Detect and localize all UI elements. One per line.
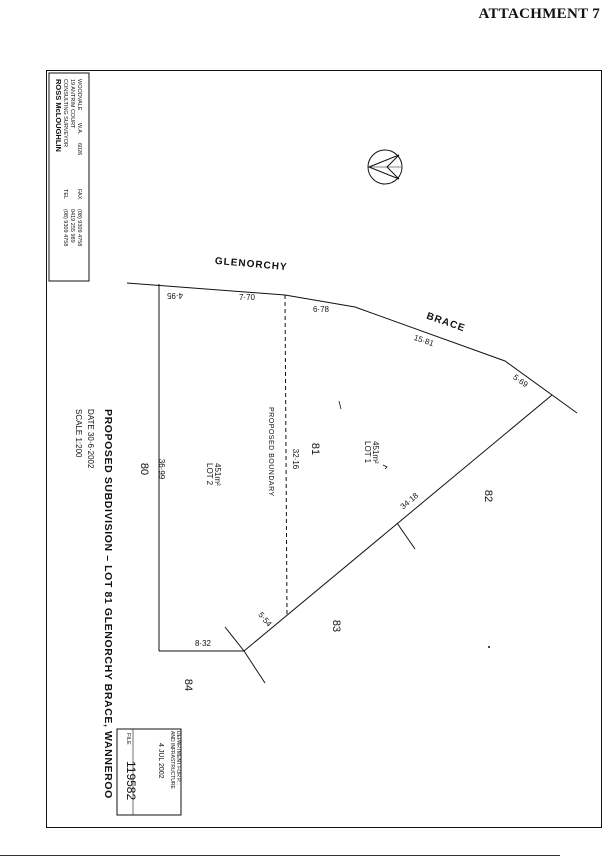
stamp-file-number: 119582 bbox=[124, 761, 138, 800]
lot-1-title: LOT 1 bbox=[363, 441, 372, 464]
lot-81-outline bbox=[158, 284, 553, 684]
stamp-date: 4 JUL 2002 bbox=[157, 743, 164, 779]
mobile-number: 0419 255 989 bbox=[69, 209, 75, 243]
lot-82-83-boundary-line bbox=[396, 522, 416, 550]
plan-date: DATE 30·6·2002 bbox=[86, 409, 95, 469]
north-arrow-icon bbox=[367, 149, 403, 185]
street-name-glenorchy: GLENORCHY bbox=[214, 256, 288, 273]
lot-1-area: 451m² bbox=[371, 441, 380, 464]
surveyor-postcode: 6026 bbox=[76, 143, 82, 155]
dim-6-78: 6·78 bbox=[313, 305, 330, 314]
dim-36-99: 36·99 bbox=[157, 459, 166, 480]
peg-marks bbox=[338, 400, 388, 470]
surveyor-town: WOODVALE bbox=[76, 79, 82, 111]
fax-number: (08) 9309 4758 bbox=[76, 209, 82, 246]
tel-number: (08) 9309 4758 bbox=[62, 209, 68, 246]
dim-5-69: 5·69 bbox=[511, 373, 530, 390]
stamp-infrastructure: AND INFRASTRUCTURE bbox=[169, 731, 175, 789]
surveyor-name: ROSS McLOUGHLIN bbox=[54, 79, 63, 152]
lot-83-number: 83 bbox=[330, 620, 342, 632]
boundary-extension-line bbox=[224, 626, 245, 652]
plan-scale: SCALE 1:200 bbox=[74, 409, 83, 458]
stamp-file-label: FILE bbox=[125, 733, 131, 745]
survey-dot bbox=[488, 646, 490, 648]
lot-2-area: 451m² bbox=[213, 463, 222, 486]
surveyor-title: CONSULTING SURVEYOR bbox=[62, 79, 68, 147]
dim-7-70: 7·70 bbox=[239, 293, 256, 302]
street-frontage-line bbox=[126, 282, 578, 414]
lot-84-number: 84 bbox=[182, 679, 194, 691]
lot-80-number: 80 bbox=[138, 463, 150, 475]
page-bottom-rule bbox=[0, 855, 560, 856]
tel-label: TEL bbox=[62, 189, 68, 199]
lot-2-title: LOT 2 bbox=[205, 463, 214, 486]
surveyor-box-border bbox=[48, 72, 90, 282]
dim-5-54: 5·54 bbox=[256, 610, 274, 628]
department-stamp: DEPARTMENT FOR P... AND INFRASTRUCTURE 4… bbox=[116, 728, 182, 816]
dim-8-32: 8·32 bbox=[195, 639, 212, 648]
southeast-boundary-line bbox=[243, 394, 553, 652]
survey-plan: ROSS McLOUGHLIN CONSULTING SURVEYOR 19 A… bbox=[48, 72, 578, 816]
surveyor-state: W.A. bbox=[76, 123, 82, 135]
street-name-brace: BRACE bbox=[425, 311, 467, 335]
proposed-boundary-line bbox=[284, 294, 288, 616]
attachment-label: ATTACHMENT 7 bbox=[478, 6, 600, 22]
stamp-border bbox=[116, 728, 182, 816]
dim-4-95: 4·95 bbox=[166, 291, 183, 300]
dim-32-16: 32·16 bbox=[291, 449, 300, 470]
plan-title: PROPOSED SUBDIVISION – LOT 81 GLENORCHY … bbox=[102, 409, 114, 799]
fax-label: FAX bbox=[76, 189, 82, 200]
surveyor-info-box: ROSS McLOUGHLIN CONSULTING SURVEYOR 19 A… bbox=[48, 72, 90, 282]
stamp-department: DEPARTMENT FOR P... bbox=[175, 731, 181, 785]
surveyor-street: 19 ANTRIM COURT bbox=[69, 79, 75, 129]
lot-83-84-boundary-line bbox=[243, 650, 266, 684]
lot-82-number: 82 bbox=[482, 490, 494, 502]
lot-81-number: 81 bbox=[309, 443, 321, 455]
dim-34-18: 34·18 bbox=[399, 491, 421, 511]
dim-15-81: 15·81 bbox=[413, 333, 436, 348]
survey-sheet: ROSS McLOUGHLIN CONSULTING SURVEYOR 19 A… bbox=[46, 70, 602, 828]
proposed-boundary-label: PROPOSED BOUNDARY bbox=[267, 407, 274, 497]
